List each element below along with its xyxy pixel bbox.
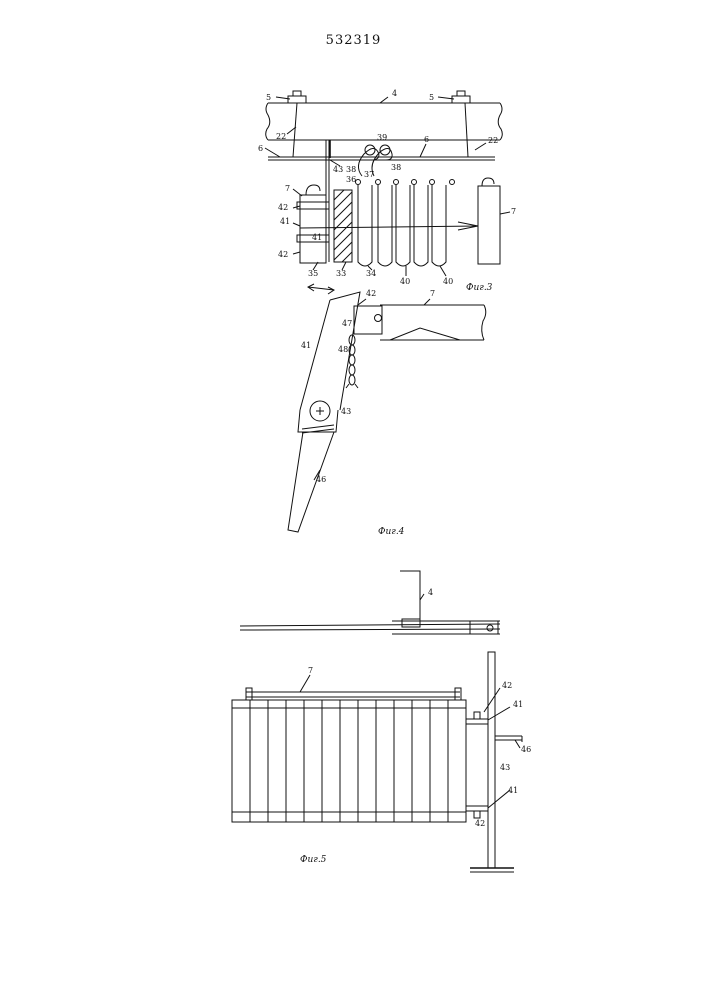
fig3-label-40-right: 40	[443, 277, 453, 286]
fig5-label-4: 4	[428, 588, 433, 597]
fig3-label-7-right: 7	[511, 207, 516, 216]
rail-6	[268, 157, 495, 160]
arm-46	[495, 736, 522, 742]
fig3-label-6-left: 6	[258, 144, 263, 153]
line-41	[300, 226, 478, 228]
fig3-label-33: 33	[336, 269, 346, 278]
fig5-caption: Фиг.5	[300, 855, 327, 865]
fig3-label-38-left: 38	[346, 165, 356, 174]
fig5-label-42-bottom: 42	[475, 819, 485, 828]
fig3-label-37: 37	[364, 170, 374, 179]
fig3-label-34: 34	[366, 269, 376, 278]
hanger-22-right	[465, 103, 468, 157]
bracket-42	[354, 306, 382, 334]
beam-7	[380, 305, 486, 340]
housing-7-right	[478, 178, 500, 264]
fig4-label-47: 47	[342, 319, 352, 328]
fig3-label-42-top: 42	[278, 203, 288, 212]
fig3-label-38-right: 38	[391, 163, 401, 172]
fig4-label-43: 43	[341, 407, 351, 416]
fig5-label-41-bottom: 41	[508, 786, 518, 795]
fig3-label-22-left: 22	[276, 132, 286, 141]
figure-5: 4 7 42 41 46 43 41 42 Фиг.5	[232, 571, 531, 872]
fig3-label-6-right: 6	[424, 135, 429, 144]
fig3-caption: Фиг.3	[466, 283, 493, 293]
fig5-label-46: 46	[521, 745, 531, 754]
pivot-43	[302, 401, 334, 433]
clamp-left	[288, 91, 306, 103]
hatched-plate-33	[334, 190, 352, 262]
handle-4	[400, 571, 420, 621]
bracket-lower	[466, 806, 488, 818]
motion-arrow	[308, 284, 334, 294]
clamp-right	[452, 91, 470, 103]
fig4-caption: Фиг.4	[378, 527, 405, 537]
fig3-label-41-left: 41	[280, 217, 290, 226]
fig4-label-7: 7	[430, 289, 435, 298]
fig3-label-42-bottom: 42	[278, 250, 288, 259]
fig3-label-4: 4	[392, 89, 397, 98]
u-loops	[356, 180, 455, 267]
bracket-upper	[466, 712, 488, 724]
fig4-label-42: 42	[366, 289, 376, 298]
fig3-label-40-left: 40	[400, 277, 410, 286]
hanger-22-left	[293, 103, 297, 157]
fig5-label-42-top: 42	[502, 681, 512, 690]
fig3-label-36: 36	[346, 175, 356, 184]
housing-7-left	[297, 185, 329, 263]
fig3-label-5-right: 5	[429, 93, 434, 102]
fig3-leaders	[265, 97, 510, 276]
fig4-label-48: 48	[338, 345, 348, 354]
fig3-label-7-left: 7	[285, 184, 290, 193]
fig4-label-46: 46	[316, 475, 326, 484]
fig3-label-35: 35	[308, 269, 318, 278]
top-bar	[246, 688, 461, 700]
figure-4: 42 7 47 48 41 43 46 Фиг.4	[288, 284, 486, 537]
fig5-label-7: 7	[308, 666, 313, 675]
fig5-label-43: 43	[500, 763, 510, 772]
fig5-label-41-top: 41	[513, 700, 523, 709]
fig3-label-22-right: 22	[488, 136, 498, 145]
radiator-panel-7	[232, 700, 466, 822]
fig3-label-41-inner: 41	[312, 233, 322, 242]
figure-3: 5 4 5 22 22 6 6 39 43 38 38 37 36 7 42 4…	[258, 89, 516, 293]
rail	[240, 619, 500, 634]
fig3-label-39: 39	[377, 133, 387, 142]
fig3-label-5-left: 5	[266, 93, 271, 102]
fig4-label-41: 41	[301, 341, 311, 350]
fig3-label-43: 43	[333, 165, 343, 174]
